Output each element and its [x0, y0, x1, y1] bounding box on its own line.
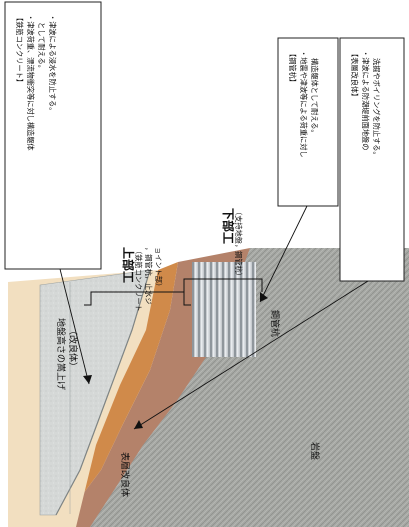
steel-pile-group: [192, 262, 256, 357]
upper-works-detail-1: （鉄筋コンクリート: [134, 247, 143, 312]
surface-improved-label: 表層改良体: [119, 452, 131, 497]
callout-pipe-line-2: 構造躯体として耐える。: [310, 58, 319, 137]
callout-pipe-line-1: ・地震や津波等による荷重に対し: [299, 50, 308, 158]
lower-bracket: [183, 278, 263, 292]
raised-ground-label: 地盤高さの嵩上げ （改良体）: [55, 318, 79, 390]
upper-works-detail-3: ョイント部）: [154, 247, 163, 290]
bedrock-layer: [60, 248, 409, 527]
upper-works-label: 上部工 （鉄筋コンクリート ，鋼管杭，止水ジ ョイント部）: [121, 247, 163, 312]
upper-works-title: 上部工: [121, 247, 136, 283]
lower-works-title: 下部工: [221, 208, 236, 244]
surface-body-edge: [55, 269, 151, 516]
callout-improved-line-1: ・津波による防潮堤前面地盤の: [361, 50, 370, 150]
callout-pipe-title: 【鋼管杭】: [288, 50, 297, 86]
upper-works-detail-2: ，鋼管杭，止水ジ: [144, 247, 153, 305]
bedrock-label: 岩盤: [309, 442, 321, 460]
callout-rc-title: 【鉄筋コンクリート】: [15, 14, 24, 86]
callout-rc: 【鉄筋コンクリート】 ・津波荷重、漂流物衝突等に対し構造躯体 として耐える。 ・…: [15, 14, 57, 151]
upper-bracket: [84, 291, 191, 306]
arrowheads: [83, 292, 268, 429]
callout-rc-line-2: として耐える。: [37, 22, 46, 72]
callout-improved-box: [339, 37, 405, 282]
callout-rc-box: [4, 1, 102, 270]
callout-pipe: 【鋼管杭】 ・地震や津波等による荷重に対し 構造躯体として耐える。: [288, 50, 319, 158]
arrows: [59, 205, 369, 430]
callout-improved-line-2: 洗掘やボイリングを防止する。: [372, 58, 381, 159]
steel-pile-label: 鋼管杭: [269, 310, 281, 337]
callout-rc-line-1: ・津波荷重、漂流物衝突等に対し構造躯体: [26, 14, 35, 151]
lower-works-detail: （支持地盤，鋼管杭）: [234, 208, 243, 280]
raised-ground-line-2: （改良体）: [67, 326, 79, 371]
callout-rc-line-3: ・津波による浸水を防止する。: [48, 14, 57, 114]
lower-works-label: 下部工 （支持地盤，鋼管杭）: [221, 208, 243, 280]
callout-pipe-box: [277, 37, 339, 207]
callout-improved-title: 【表層改良体】: [350, 50, 359, 100]
raised-ground-line-1: 地盤高さの嵩上げ: [55, 318, 67, 390]
callout-improved: 【表層改良体】 ・津波による防潮堤前面地盤の 洗掘やボイリングを防止する。: [350, 50, 381, 159]
